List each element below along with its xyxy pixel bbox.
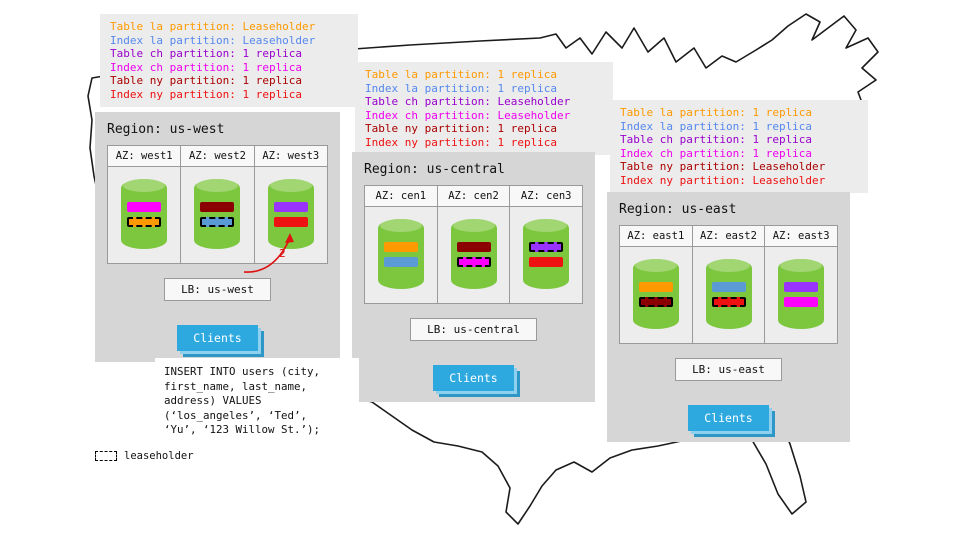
partition-bar [273,201,308,212]
az-label: AZ: east1 [620,226,692,247]
database-node-cylinder [121,179,168,249]
legend-line: Index ny partition: Leaseholder [620,173,826,187]
legend-line: Index ch partition: Leaseholder [365,108,571,122]
az-label: AZ: east2 [692,226,765,247]
region-us-east: Region: us-east AZ: east1 AZ: east2 AZ: … [607,192,850,442]
az-row: AZ: west1 AZ: west2 AZ: west3 [107,145,328,264]
partition-bar [127,201,162,212]
az-cell-east3: AZ: east3 [765,226,838,343]
region-us-west: Region: us-west AZ: west1 AZ: west2 AZ: … [95,112,340,362]
partition-legend-us-central: Table la partition: 1 replica Index la p… [355,62,613,155]
legend-line: Table ny partition: Leaseholder [620,160,826,173]
partition-legend-us-west: Table la partition: Leaseholder Index la… [100,14,358,107]
legend-line: Index la partition: 1 replica [365,81,558,95]
az-cell-west3: AZ: west3 [254,146,327,263]
annotation-arrow [243,233,294,273]
partition-bar [638,281,673,292]
az-cell-cen3: AZ: cen3 [510,186,583,303]
partition-bar [711,296,746,307]
partition-legend-us-east: Table la partition: 1 replica Index la p… [610,100,868,193]
az-label: AZ: west2 [181,146,254,167]
partition-bar [711,281,746,292]
region-title: Region: us-central [364,162,505,177]
partition-bar [200,201,235,212]
database-node-cylinder [778,259,825,329]
clients-box-us-west: Clients [177,325,258,351]
database-node-cylinder [450,219,497,289]
partition-bar [529,241,564,252]
annotation-label: 2 [279,247,286,260]
legend-line: Index ny partition: 1 replica [110,87,303,101]
leaseholder-swatch-icon [95,451,117,461]
database-node-cylinder [632,259,679,329]
leaseholder-legend-label: leaseholder [124,450,194,462]
az-cell-cen2: AZ: cen2 [437,186,511,303]
legend-line: Table ch partition: 1 replica [620,133,813,146]
az-label: AZ: cen1 [365,186,437,207]
partition-bar [456,241,491,252]
load-balancer-us-central: LB: us-central [410,318,537,341]
partition-bar [784,296,819,307]
legend-line: Index la partition: Leaseholder [110,33,316,47]
legend-line: Table ny partition: 1 replica [110,74,303,87]
partition-bar [273,216,308,227]
region-us-central: Region: us-central AZ: cen1 AZ: cen2 AZ:… [352,152,595,402]
leaseholder-legend: leaseholder [95,450,194,462]
load-balancer-us-east: LB: us-east [675,358,782,381]
clients-box-us-east: Clients [688,405,769,431]
partition-bar [638,296,673,307]
az-cell-west1: AZ: west1 [108,146,182,263]
az-cell-east1: AZ: east1 [620,226,693,343]
legend-line: Table la partition: Leaseholder [110,20,316,33]
clients-box-us-central: Clients [433,365,514,391]
partition-bar [529,256,564,267]
database-node-cylinder [377,219,424,289]
az-row: AZ: east1 AZ: east2 AZ: east3 [619,225,838,344]
az-label: AZ: cen2 [437,186,510,207]
partition-bar [200,216,235,227]
legend-line: Index ch partition: 1 replica [110,60,303,74]
az-cell-west2: AZ: west2 [181,146,255,263]
legend-line: Table ny partition: 1 replica [365,122,558,135]
legend-line: Table la partition: 1 replica [620,106,813,119]
az-cell-east2: AZ: east2 [692,226,766,343]
database-node-cylinder [705,259,752,329]
legend-line: Table ch partition: Leaseholder [365,95,571,108]
partition-bar [383,256,418,267]
legend-line: Index ny partition: 1 replica [365,135,558,149]
region-title: Region: us-west [107,122,225,137]
load-balancer-us-west: LB: us-west [164,278,271,301]
legend-line: Table la partition: 1 replica [365,68,558,81]
az-label: AZ: west1 [108,146,181,167]
legend-line: Table ch partition: 1 replica [110,47,303,60]
legend-line: Index ch partition: 1 replica [620,146,813,160]
az-label: AZ: cen3 [510,186,583,207]
region-title: Region: us-east [619,202,737,217]
database-node-cylinder [267,179,314,249]
sql-insert-note: INSERT INTO users (city, first_name, las… [155,358,359,445]
partition-bar [127,216,162,227]
az-label: AZ: west3 [254,146,327,167]
az-cell-cen1: AZ: cen1 [365,186,438,303]
az-label: AZ: east3 [765,226,838,247]
partition-bar [456,256,491,267]
legend-line: Index la partition: 1 replica [620,119,813,133]
partition-bar [383,241,418,252]
partition-bar [784,281,819,292]
database-node-cylinder [194,179,241,249]
az-row: AZ: cen1 AZ: cen2 AZ: cen3 [364,185,583,304]
database-node-cylinder [523,219,570,289]
